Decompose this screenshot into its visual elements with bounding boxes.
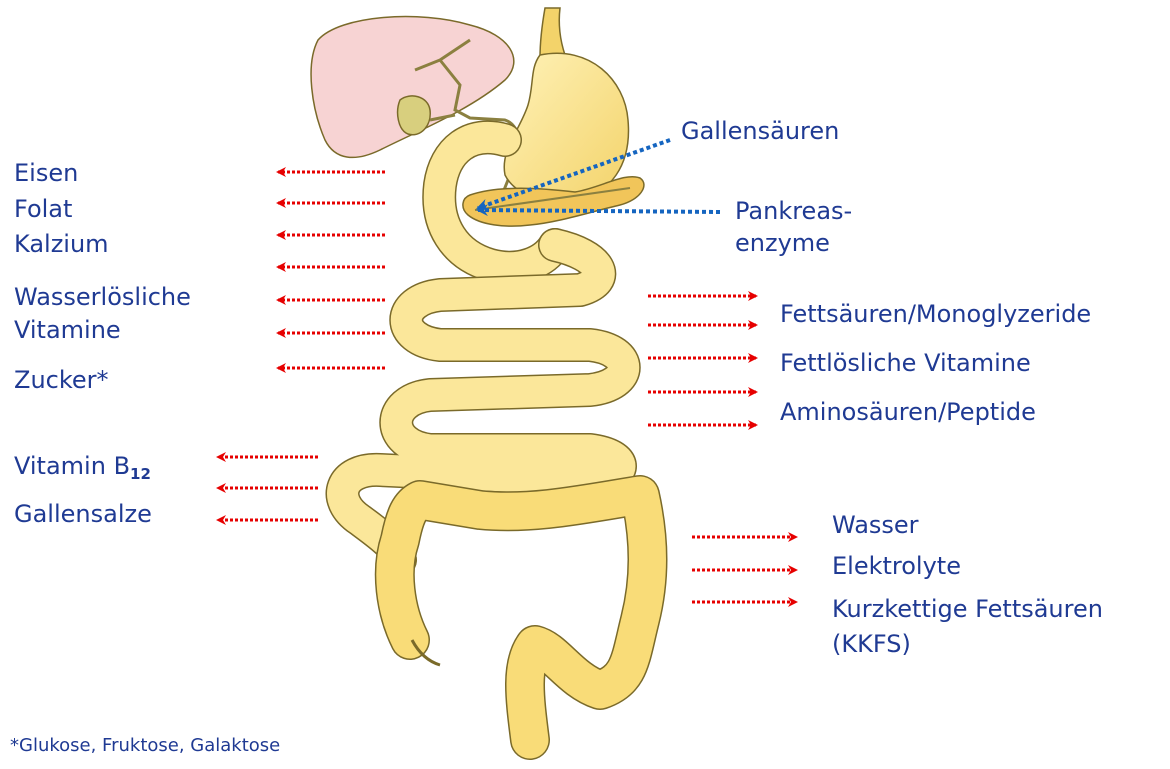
large-intestine [395,495,648,740]
electrolytes-label: Elektrolyte [832,551,961,581]
bile-acids-label: Gallensäuren [681,116,839,146]
scfa-label-line2: (KKFS) [832,629,911,659]
water-label: Wasser [832,510,919,540]
left-upper-arrows [278,172,385,368]
bile-salts-label: Gallensalze [14,499,152,529]
folate-label: Folat [14,194,72,224]
fatty-acids-label: Fettsäuren/Monoglyzeride [780,299,1091,329]
stomach [504,53,628,201]
left-lower-arrows [218,457,318,520]
sugar-label: Zucker* [14,365,109,395]
amino-acids-label: Aminosäuren/Peptide [780,397,1036,427]
vitamin-b12-subscript: 12 [130,465,151,483]
calcium-label: Kalzium [14,229,109,259]
right-small-intestine-arrows [648,296,756,425]
pancreatic-enzyme-arrow [478,210,720,212]
colon-arrows [692,537,796,602]
vitamin-b12-label: Vitamin B12 [14,451,151,489]
esophagus [540,8,565,58]
pancreatic-enzymes-label-line2: enzyme [735,228,830,258]
vitamins-label: Vitamine [14,315,121,345]
gallbladder [398,96,431,135]
footnote: *Glukose, Fruktose, Galaktose [10,735,280,756]
pancreatic-enzymes-label-line1: Pankreas- [735,196,852,226]
scfa-label-line1: Kurzkettige Fettsäuren [832,594,1103,624]
fat-soluble-vitamins-label: Fettlösliche Vitamine [780,348,1031,378]
water-soluble-label: Wasserlösliche [14,282,191,312]
iron-label: Eisen [14,158,78,188]
